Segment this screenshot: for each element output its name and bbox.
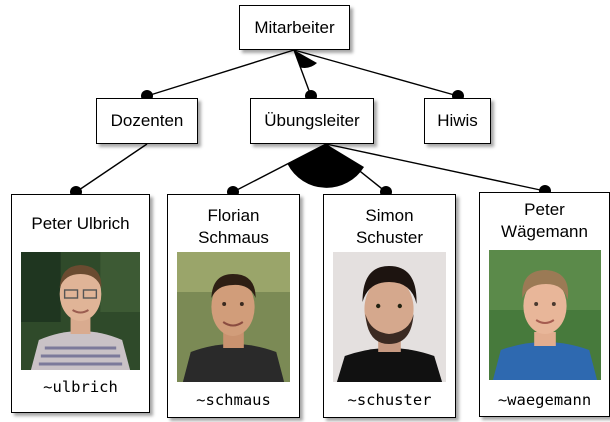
person-photo (489, 250, 601, 380)
edge-root-dozenten (146, 49, 295, 97)
person-name-line1: Peter (524, 200, 565, 219)
person-name-line1: Florian (207, 206, 260, 225)
person-name-line2: Wägemann (501, 222, 588, 241)
person-login: ~waegemann (497, 391, 592, 409)
person-name-line1: Simon (365, 206, 414, 225)
edge-dozenten-ulbrich (75, 143, 148, 193)
group-node-uebungsleiter: Übungsleiter (250, 98, 374, 144)
group-node-label: Übungsleiter (264, 111, 360, 130)
edge-ul-waegemann (325, 143, 546, 192)
or-group-arc-root (294, 50, 317, 68)
person-card-schmaus: Florian Schmaus ~schmaus (167, 194, 300, 418)
person-name: Peter Ulbrich (31, 214, 130, 233)
root-node-label: Mitarbeiter (254, 17, 335, 37)
person-login: ~schuster (347, 391, 432, 409)
edge-root-hiwis (293, 49, 459, 97)
root-node-mitarbeiter: Mitarbeiter (239, 5, 350, 50)
group-node-label: Dozenten (110, 111, 184, 130)
edge-root-uebungsleiter (293, 49, 312, 97)
person-login: ~ulbrich (43, 378, 118, 396)
person-card-ulbrich: Peter Ulbrich ~ulbrich (11, 194, 150, 413)
group-node-hiwis: Hiwis (424, 98, 491, 144)
person-login: ~schmaus (196, 391, 271, 409)
person-card-schuster: Simon Schuster ~schuster (323, 194, 456, 418)
person-card-waegemann: Peter Wägemann ~waegemann (479, 192, 610, 417)
group-node-dozenten: Dozenten (96, 98, 198, 144)
person-photo (177, 252, 290, 382)
person-photo (333, 252, 446, 382)
person-name-line2: Schuster (355, 228, 424, 247)
or-group-arc-uebungsleiter (287, 144, 364, 188)
person-name-line2: Schmaus (198, 228, 269, 247)
person-photo (21, 252, 140, 370)
group-node-label: Hiwis (437, 111, 478, 130)
edge-ul-schmaus (232, 143, 327, 193)
